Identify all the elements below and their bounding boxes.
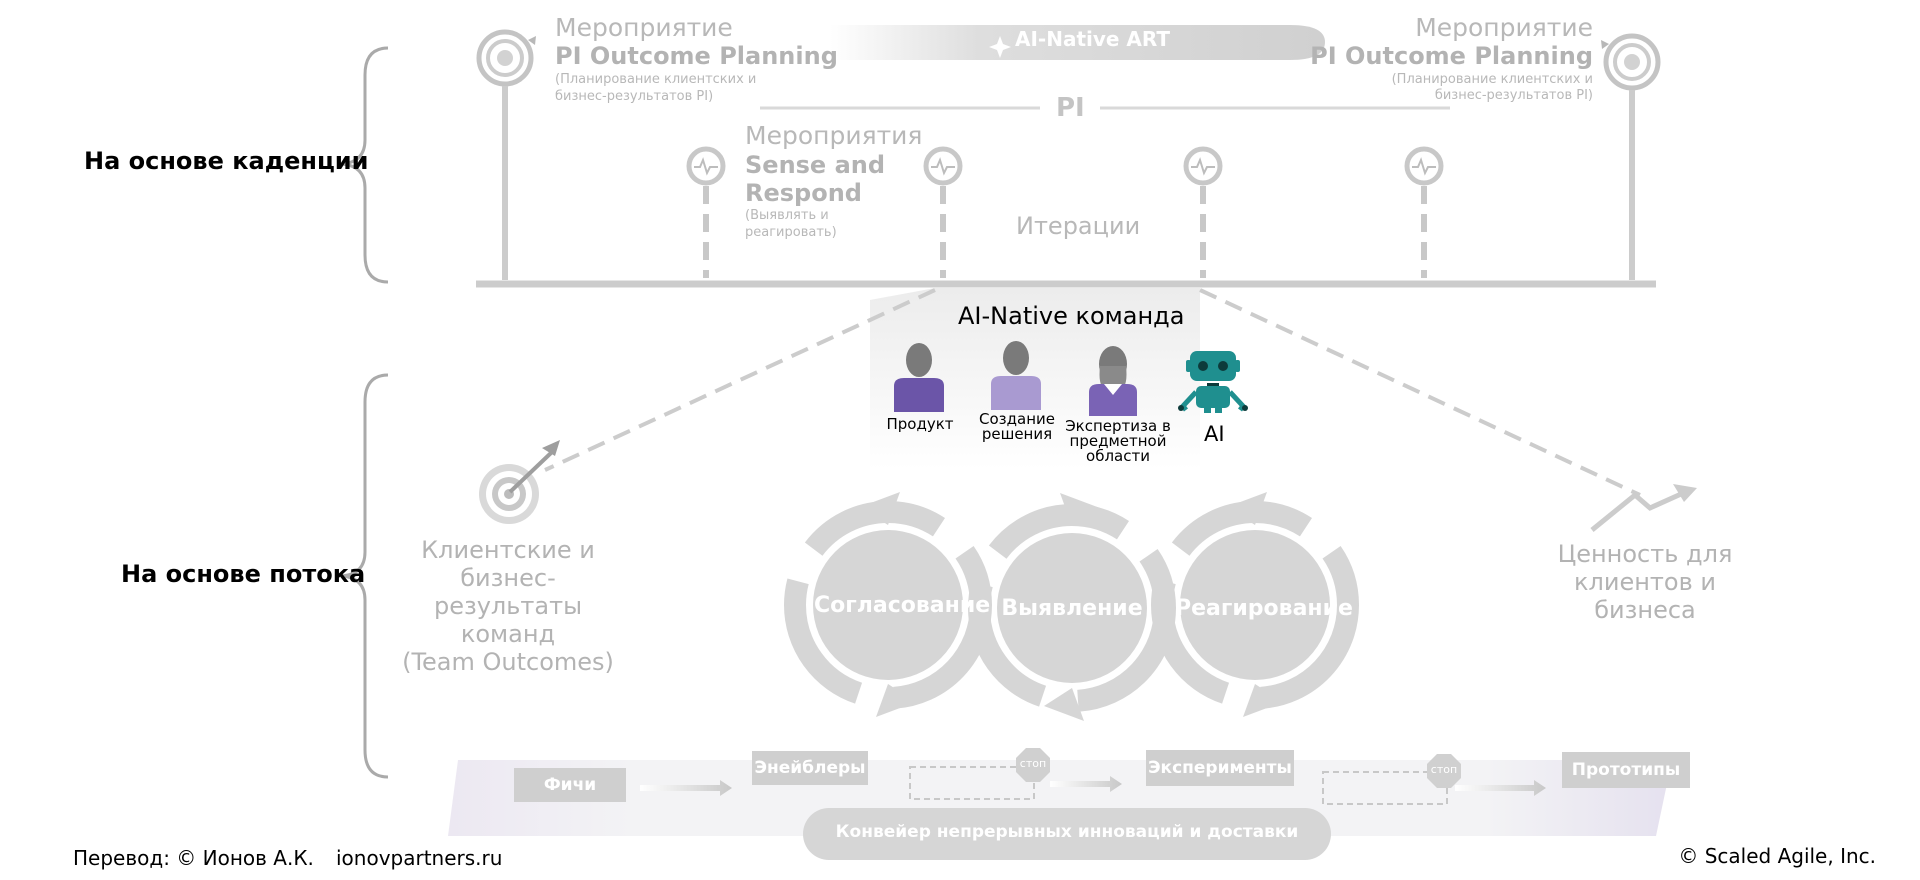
pipeline-experiments: Эксперименты [1146,750,1294,786]
footer-site-link[interactable]: ionovpartners.ru [336,846,503,870]
stop-sign-icon [1016,748,1050,782]
pi-planning-icon-right [1601,33,1661,91]
footer-translation: Перевод: © Ионов А.К. [73,846,314,870]
stop-label-1: стоп [1019,757,1047,770]
stop-sign-icon-2 [1427,754,1461,788]
loop-alignment-label: Согласование [814,593,991,618]
pipeline-prototypes: Прототипы [1562,752,1690,788]
sparkle-icon [989,36,1011,58]
team-outcomes-text: Клиентские и бизнес-результаты команд (T… [392,536,624,676]
pi-planning-icon-left [476,29,536,87]
flow-based-label: На основе потока [121,560,366,588]
team-outcomes-line-1: Клиентские и [421,536,595,564]
value-line-1: Ценность для [1557,540,1733,568]
pi-event-right-title: Мероприятие [1415,13,1593,42]
value-line-2: клиентов и бизнеса [1574,568,1716,624]
sense-respond-sub1: (Выявлять и [745,208,829,223]
sense-respond-markers [686,146,1444,278]
pi-event-right: Мероприятие PI Outcome Planning (Планиро… [1310,14,1593,104]
pipeline-enablers: Энейблеры [752,751,868,785]
team-outcomes-line-4: (Team Outcomes) [402,648,614,676]
footer-copyright: © Scaled Agile, Inc. [1678,844,1876,868]
pipeline-label: Конвейер непрерывных инноваций и доставк… [835,822,1299,842]
art-label: AI-Native ART [1015,27,1171,51]
sense-respond-sub2: реагировать) [745,225,837,240]
value-text: Ценность для клиентов и бизнеса [1520,540,1770,624]
sense-respond-title: Мероприятия [745,121,923,150]
loop-response-label: Реагирование [1175,596,1353,621]
role-solution-label: Создание решения [979,410,1055,443]
role-domain-label: Экспертиза в предметной области [1065,417,1171,465]
flow-brace [341,373,389,779]
pi-event-left-sub2: бизнес-результатов PI) [555,89,714,104]
loop-sensing-label: Выявление [1001,596,1143,621]
target-icon [479,440,560,524]
domain-expert-person-icon [1089,346,1137,416]
loops-graphic [784,492,1359,721]
pi-event-right-sub1: (Планирование клиентских и [1391,72,1593,87]
role-product-label: Продукт [886,415,954,433]
pipeline-label-pill [803,808,1331,860]
pipeline-features: Фичи [514,768,626,802]
pi-event-left-title: Мероприятие [555,13,733,42]
team-outcomes-line-3: команд [460,620,556,648]
team-title: AI-Native команда [958,302,1185,330]
pi-label: PI [1056,93,1085,123]
team-outcomes-line-2: бизнес-результаты [433,564,583,620]
sense-respond-name2: Respond [745,179,862,207]
growth-arrow-icon [1590,484,1697,532]
robot-icon [1178,351,1248,413]
pipeline-arrows [640,776,1546,796]
cadence-based-label: На основе каденции [84,147,369,175]
iterations-label: Итерации [1016,212,1141,240]
pi-event-right-sub2: бизнес-результатов PI) [1434,88,1593,103]
solution-person-icon [991,341,1041,410]
pi-event-left-name: PI Outcome Planning [555,42,838,70]
art-bar [830,25,1325,60]
role-ai-label: AI [1204,422,1225,446]
cadence-brace [341,46,389,284]
stop-label-2: стоп [1430,763,1458,776]
product-person-icon [894,343,944,412]
pi-event-right-name: PI Outcome Planning [1310,42,1593,70]
pi-event-left-sub1: (Планирование клиентских и [555,72,757,87]
sense-respond-name1: Sense and [745,151,886,179]
